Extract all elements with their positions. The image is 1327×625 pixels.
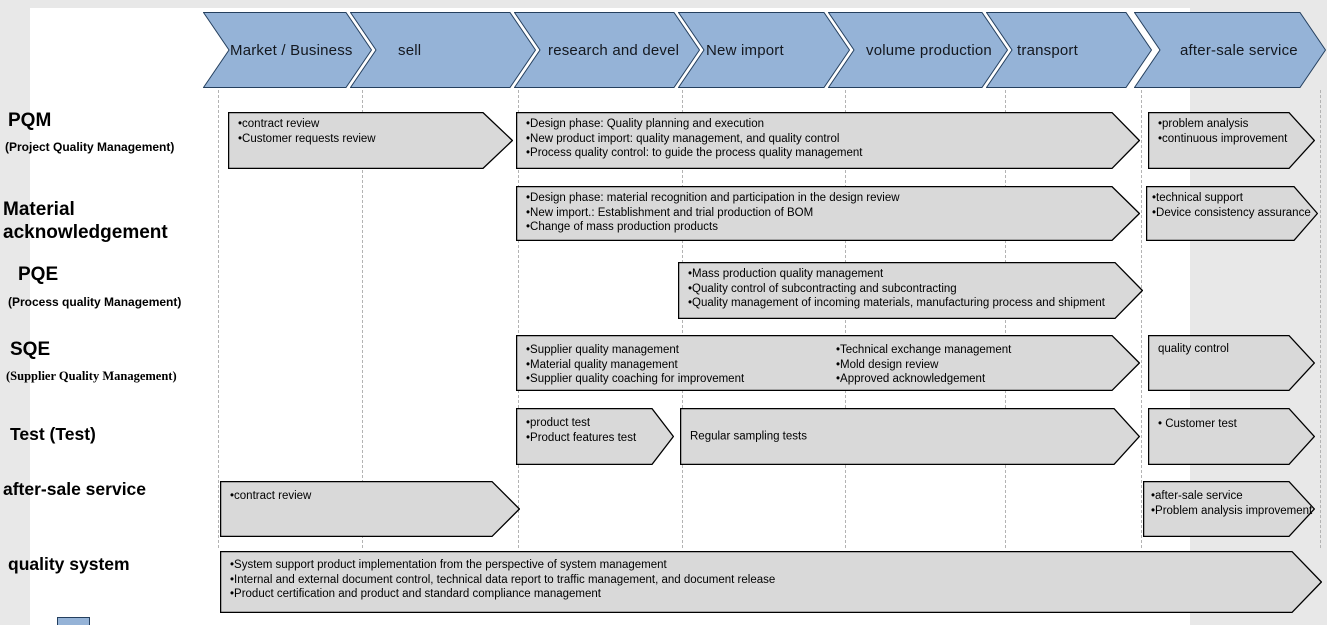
phase-label: after-sale service xyxy=(1180,41,1298,59)
box-line: •Quality management of incoming material… xyxy=(688,297,1105,310)
box-line: • Customer test xyxy=(1158,418,1237,430)
phase-chevron-after-sale-service[interactable]: after-sale service xyxy=(1134,12,1326,88)
column-gridline xyxy=(1141,90,1142,548)
box-pqm-problem-analysis[interactable]: •problem analysis •continuous improvemen… xyxy=(1148,112,1315,169)
phase-label: New import xyxy=(706,41,784,59)
row-label-quality-system: quality system xyxy=(8,554,130,574)
box-line: •Supplier quality management xyxy=(526,344,679,356)
box-line: •Product certification and product and s… xyxy=(230,588,601,601)
box-line: •Process quality control: to guide the p… xyxy=(526,147,863,160)
box-line: •Device consistency assurance xyxy=(1152,206,1311,219)
box-line: •after-sale service xyxy=(1151,490,1243,502)
box-aftersale-contract-review[interactable]: •contract review xyxy=(220,481,520,537)
column-gridline xyxy=(518,90,519,548)
row-label-test: Test (Test) xyxy=(10,424,96,444)
phase-chevron-volume-production[interactable]: volume production xyxy=(828,12,1008,88)
row-label-pqm: PQM xyxy=(8,110,52,131)
column-gridline xyxy=(845,90,846,548)
row-label-pqe: PQE xyxy=(18,264,59,285)
phase-chevron-research-development[interactable]: research and devel xyxy=(514,12,700,88)
phase-chevron-transport[interactable]: transport xyxy=(986,12,1152,88)
row-label-material: Material acknowledgement xyxy=(3,199,168,243)
column-gridline xyxy=(218,90,219,548)
box-aftersale-service[interactable]: •after-sale service •Problem analysis im… xyxy=(1143,481,1315,537)
box-line: •Mold design review xyxy=(836,358,939,371)
phase-label: sell xyxy=(398,41,422,59)
box-material-design-phase[interactable]: •Design phase: material recognition and … xyxy=(516,186,1140,241)
box-pqe-mass-production[interactable]: •Mass production quality management •Qua… xyxy=(678,262,1143,319)
column-gridline xyxy=(682,90,683,548)
box-line: quality control xyxy=(1158,343,1229,355)
phase-chevron-market-business[interactable]: Market / Business xyxy=(203,12,372,88)
box-line: •Approved acknowledgement xyxy=(836,373,986,386)
phase-label: research and devel xyxy=(548,41,680,59)
row-label-sqe: SQE xyxy=(10,339,51,360)
column-gridline xyxy=(362,90,363,548)
box-pqm-design-phase[interactable]: •Design phase: Quality planning and exec… xyxy=(516,112,1140,169)
column-gridline xyxy=(1320,90,1321,548)
box-line: •Internal and external document control,… xyxy=(230,573,776,586)
column-gridline xyxy=(1005,90,1006,548)
box-line: •New import.: Establishment and trial pr… xyxy=(526,206,814,219)
box-line: •Mass production quality management xyxy=(688,268,884,280)
row-sublabel-pqm: (Project Quality Management) xyxy=(5,140,175,154)
clipped-shape xyxy=(57,617,90,625)
box-quality-system[interactable]: •System support product implementation f… xyxy=(220,551,1322,613)
row-label-after-sale: after-sale service xyxy=(3,479,147,499)
box-sqe-quality-control[interactable]: quality control xyxy=(1148,335,1315,391)
box-line: •Problem analysis improvement xyxy=(1151,504,1313,517)
box-line: Regular sampling tests xyxy=(690,430,807,443)
phase-chevron-new-import[interactable]: New import xyxy=(678,12,850,88)
box-line: •problem analysis xyxy=(1158,118,1249,130)
box-line: •product test xyxy=(526,417,591,429)
box-sqe-supplier-quality[interactable]: •Supplier quality management •Material q… xyxy=(516,335,1140,391)
box-line: •Customer requests review xyxy=(238,132,376,145)
phase-chevron-sell[interactable]: sell xyxy=(350,12,536,88)
phase-label: transport xyxy=(1017,41,1078,59)
box-line: •Design phase: material recognition and … xyxy=(526,192,900,204)
box-material-technical-support[interactable]: •technical support •Device consistency a… xyxy=(1146,186,1318,241)
box-line: •continuous improvement xyxy=(1158,132,1288,145)
box-line: •Technical exchange management xyxy=(836,344,1012,356)
box-pqm-contract-review[interactable]: •contract review •Customer requests revi… xyxy=(228,112,513,169)
box-line: •technical support xyxy=(1152,192,1243,204)
box-line: •Supplier quality coaching for improveme… xyxy=(526,373,745,386)
box-line: •New product import: quality management,… xyxy=(526,132,840,145)
box-line: •Design phase: Quality planning and exec… xyxy=(526,118,765,130)
row-sublabel-sqe: (Supplier Quality Management) xyxy=(6,369,177,383)
row-sublabel-pqe: (Process quality Management) xyxy=(8,295,182,309)
box-test-regular-sampling[interactable]: Regular sampling tests xyxy=(680,408,1140,465)
phase-label: volume production xyxy=(866,41,992,59)
box-test-customer-test[interactable]: • Customer test xyxy=(1148,408,1315,465)
box-line: •Quality control of subcontracting and s… xyxy=(688,282,957,295)
box-line: •System support product implementation f… xyxy=(230,559,667,571)
box-test-product-test[interactable]: •product test •Product features test xyxy=(516,408,674,465)
box-line: •Change of mass production products xyxy=(526,221,718,234)
phase-label: Market / Business xyxy=(230,41,353,59)
box-line: •contract review xyxy=(230,490,312,502)
box-line: •Material quality management xyxy=(526,358,678,371)
box-line: •Product features test xyxy=(526,431,637,444)
box-line: •contract review xyxy=(238,118,320,130)
